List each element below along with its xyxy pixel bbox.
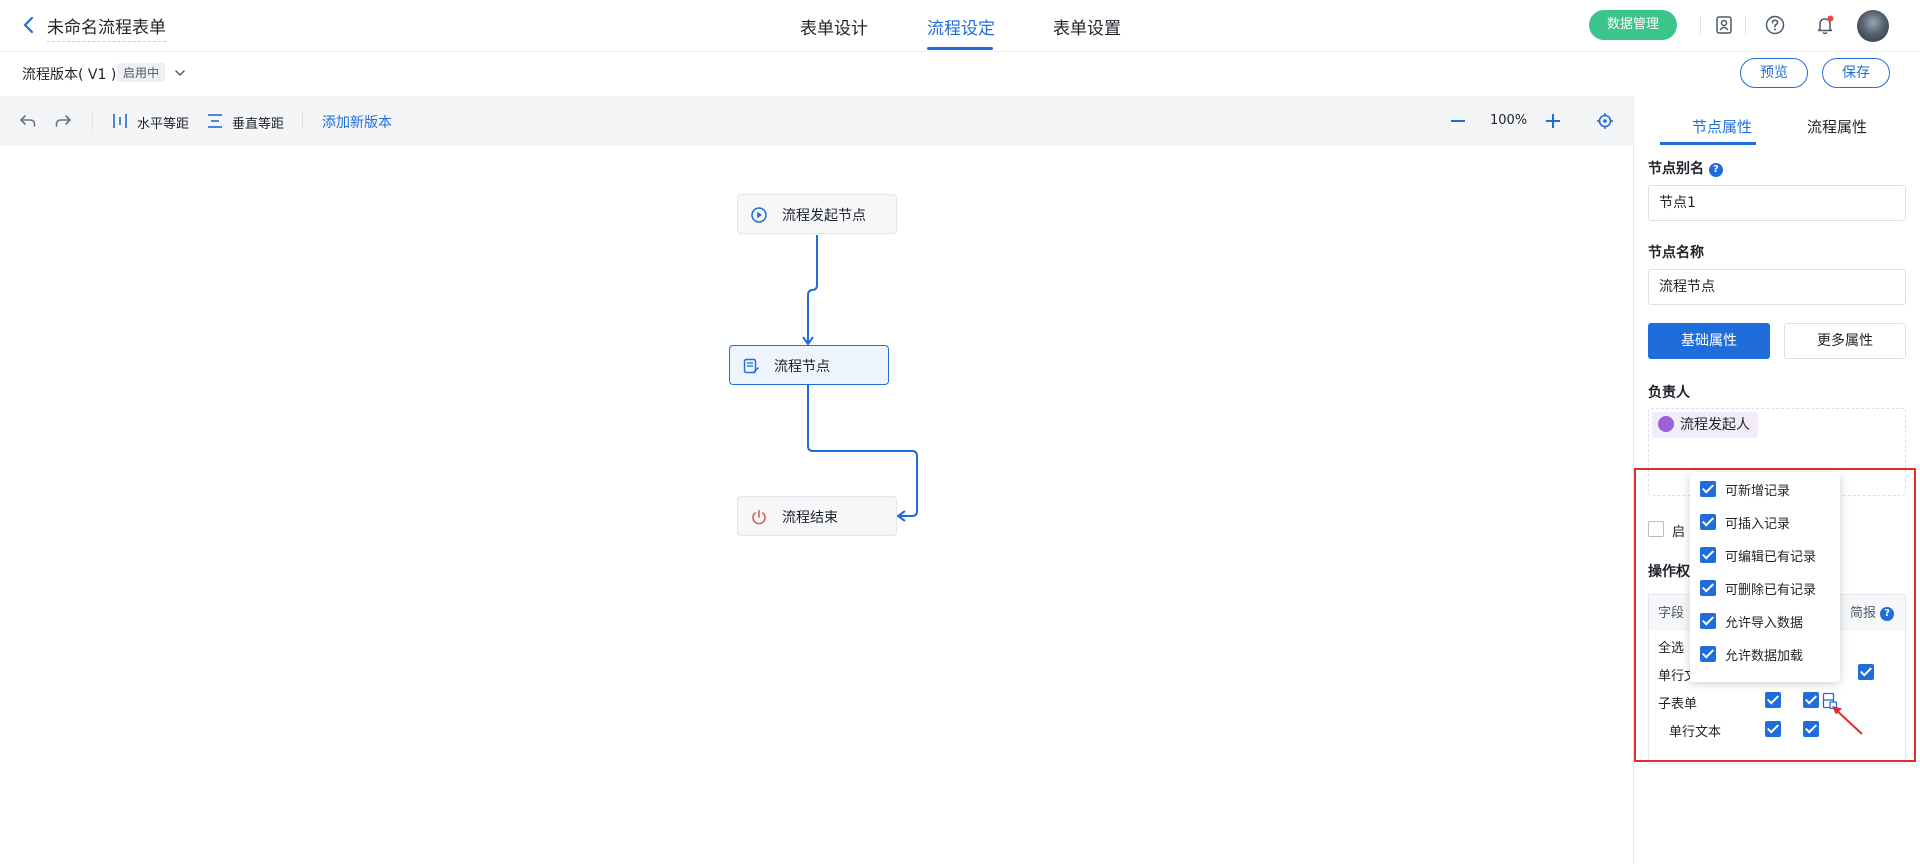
basic-properties-button[interactable]: 基础属性: [1648, 323, 1770, 359]
tab-form-design[interactable]: 表单设计: [800, 19, 868, 39]
question-help-icon[interactable]: ?: [1708, 163, 1723, 177]
node-name-label: 节点名称: [1648, 245, 1704, 261]
play-circle-icon: [751, 207, 767, 223]
active-panel-tab-indicator: [1660, 142, 1756, 145]
version-status-badge: 启用中: [117, 63, 166, 82]
divider: [1745, 16, 1746, 34]
active-tab-indicator: [927, 47, 993, 50]
zoom-in-icon[interactable]: [1544, 112, 1562, 130]
assignee-chip[interactable]: 流程发起人: [1652, 412, 1758, 438]
undo-icon[interactable]: [19, 112, 37, 130]
alias-label-text: 节点别名: [1648, 161, 1704, 177]
question-help-icon[interactable]: ?: [1880, 607, 1895, 621]
horizontal-distribute-label[interactable]: 水平等距: [137, 117, 190, 132]
divider: [302, 112, 303, 130]
column-header-report-label: 简报: [1850, 606, 1877, 621]
data-management-button[interactable]: 数据管理: [1589, 10, 1677, 40]
edit-doc-icon: [743, 358, 759, 374]
table-row-label: 全选: [1658, 641, 1685, 656]
red-arrow-annotation: [1832, 706, 1863, 735]
popover-item-label: 允许导入数据: [1725, 616, 1804, 631]
save-button[interactable]: 保存: [1822, 58, 1890, 88]
checkbox[interactable]: [1700, 547, 1716, 563]
assignee-label: 负责人: [1648, 385, 1690, 401]
checkbox[interactable]: [1700, 481, 1716, 497]
flow-start-node[interactable]: 流程发起节点: [737, 194, 897, 234]
popover-item-label: 可插入记录: [1725, 517, 1791, 532]
divider: [1700, 16, 1701, 34]
flow-process-node[interactable]: 流程节点: [729, 345, 889, 385]
assignee-chip-label: 流程发起人: [1680, 417, 1750, 433]
table-row-label: 子表单: [1658, 697, 1698, 712]
more-properties-button[interactable]: 更多属性: [1784, 323, 1906, 359]
popover-item-label: 可新增记录: [1725, 484, 1791, 499]
table-row-label: 单行文本: [1669, 725, 1722, 740]
checkbox[interactable]: [1700, 613, 1716, 629]
power-icon: [752, 509, 766, 525]
flow-connectors: [802, 235, 918, 522]
tab-flow-properties[interactable]: 流程属性: [1807, 118, 1868, 136]
redo-icon[interactable]: [54, 112, 72, 130]
vertical-distribute-label[interactable]: 垂直等距: [232, 117, 285, 132]
operation-permissions-label: 操作权: [1648, 564, 1690, 580]
table-row-label: 单行文: [1658, 669, 1698, 684]
horizontal-distribute-icon[interactable]: [111, 112, 129, 130]
zoom-out-icon[interactable]: [1449, 112, 1467, 130]
popover-item-label: 可编辑已有记录: [1725, 550, 1817, 565]
alias-label: 节点别名 ?: [1648, 158, 1723, 178]
contacts-icon[interactable]: [1713, 14, 1735, 36]
preview-button[interactable]: 预览: [1740, 58, 1808, 88]
version-label: 流程版本( V1 ): [22, 67, 117, 83]
vertical-distribute-icon[interactable]: [206, 112, 224, 130]
help-icon[interactable]: [1764, 14, 1786, 36]
version-bar: [0, 52, 1920, 96]
popover-item-label: 允许数据加载: [1725, 649, 1804, 664]
zoom-level: 100%: [1490, 113, 1528, 128]
node-label: 流程发起节点: [782, 208, 866, 224]
column-header-field: 字段: [1658, 606, 1685, 621]
form-title[interactable]: 未命名流程表单: [47, 13, 166, 42]
highlight-frame: [1634, 468, 1916, 762]
user-avatar[interactable]: [1857, 10, 1889, 42]
checkbox[interactable]: [1700, 646, 1716, 662]
user-icon: [1658, 416, 1674, 432]
node-name-input[interactable]: 流程节点: [1648, 269, 1906, 305]
tab-form-settings[interactable]: 表单设置: [1053, 19, 1121, 39]
canvas-toolbar: [0, 96, 1633, 146]
tab-flow-settings[interactable]: 流程设定: [927, 19, 995, 39]
tab-node-properties[interactable]: 节点属性: [1692, 118, 1753, 136]
row-checkbox[interactable]: [1803, 692, 1819, 708]
divider: [92, 112, 93, 130]
popover-item-label: 可删除已有记录: [1725, 583, 1817, 598]
flow-end-node[interactable]: 流程结束: [737, 496, 897, 536]
locate-center-icon[interactable]: [1596, 112, 1614, 130]
checkbox[interactable]: [1700, 514, 1716, 530]
row-checkbox[interactable]: [1803, 721, 1819, 737]
enable-label: 启: [1672, 525, 1686, 540]
node-label: 流程节点: [774, 359, 830, 375]
enable-checkbox[interactable]: [1648, 521, 1664, 537]
back-arrow-icon[interactable]: [18, 13, 40, 37]
column-header-report: 简报 ?: [1850, 602, 1895, 621]
row-checkbox[interactable]: [1765, 721, 1781, 737]
row-checkbox[interactable]: [1765, 692, 1781, 708]
alias-input[interactable]: 节点1: [1648, 185, 1906, 221]
checkbox[interactable]: [1700, 580, 1716, 596]
chevron-down-icon[interactable]: [173, 66, 187, 80]
add-version-link[interactable]: 添加新版本: [322, 115, 392, 131]
report-checkbox[interactable]: [1858, 664, 1874, 680]
node-label: 流程结束: [782, 510, 838, 526]
notification-bell-icon[interactable]: [1814, 14, 1836, 36]
